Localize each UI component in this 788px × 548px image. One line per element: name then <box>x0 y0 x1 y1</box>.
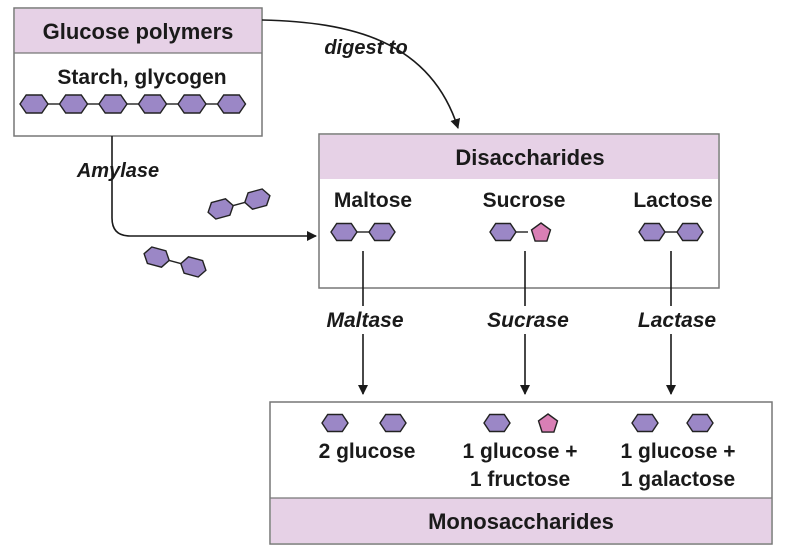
glucose-unit-icon <box>179 256 207 278</box>
glycosidic-bond <box>233 201 245 207</box>
lactase-label-bg <box>630 306 724 334</box>
sucrose-molecule-icon <box>489 222 552 242</box>
enzyme-maltase: Maltase <box>326 309 403 332</box>
product-sucrose-line2: 1 fructose <box>470 468 570 491</box>
product-lactose-line1: 1 glucose + <box>621 440 736 463</box>
monosaccharides-title: Monosaccharides <box>428 509 614 534</box>
glucose-icon <box>483 413 511 433</box>
maltase-label-bg <box>318 306 410 334</box>
digest-arrow <box>261 19 461 129</box>
glycosidic-bond <box>169 259 181 265</box>
glucose-unit-icon <box>137 94 168 114</box>
polymers-title-band <box>15 9 261 53</box>
disaccharide-label-maltose: Maltose <box>334 189 412 212</box>
product-lactose-line2: 1 galactose <box>621 468 735 491</box>
glucose-unit-icon <box>368 222 396 242</box>
glucose-chain <box>19 94 247 114</box>
glucose-unit-icon <box>143 246 171 268</box>
polymers-subtitle: Starch, glycogen <box>57 66 226 89</box>
sucrase-label-bg <box>480 306 576 334</box>
amylase-label: Amylase <box>76 160 159 182</box>
glucose-unit-icon <box>243 188 271 210</box>
disaccharides-title: Disaccharides <box>455 145 604 170</box>
lactose-molecule-icon <box>638 222 704 242</box>
digest-label: digest to <box>324 37 407 59</box>
glucose-unit-icon <box>207 198 235 220</box>
glucose-unit-icon <box>489 222 517 242</box>
maltose-molecule-icon <box>330 222 396 242</box>
disaccharides-title-band <box>320 135 718 179</box>
monosaccharides-title-band <box>271 498 771 543</box>
glucose-unit-icon <box>638 222 666 242</box>
glucose-unit-icon <box>98 94 128 114</box>
disaccharides-box: Disaccharides Maltose Sucrose Lactose <box>318 133 720 289</box>
glucose-unit-icon <box>676 222 704 242</box>
enzyme-sucrase: Sucrase <box>487 309 569 332</box>
enzyme-lactase: Lactase <box>638 309 717 332</box>
glucose-icon <box>321 413 349 433</box>
glucose-unit-icon <box>330 222 358 242</box>
polymers-title: Glucose polymers <box>43 19 234 44</box>
free-maltose-icon <box>207 188 271 220</box>
fructose-unit-icon <box>530 222 552 242</box>
glucose-unit-icon <box>216 94 247 114</box>
amylase-arrow <box>111 136 317 241</box>
free-maltose-icon <box>143 246 207 278</box>
glucose-polymers-box: Glucose polymers Starch, glycogen <box>13 7 263 137</box>
disaccharide-label-sucrose: Sucrose <box>483 189 566 212</box>
glucose-unit-icon <box>177 94 207 114</box>
glucose-icon <box>379 413 407 433</box>
galactose-icon <box>686 413 714 433</box>
glucose-unit-icon <box>58 94 89 114</box>
glucose-icon <box>631 413 659 433</box>
fructose-icon <box>537 413 559 433</box>
molecule-icons <box>143 188 714 433</box>
glucose-unit-icon <box>19 94 49 114</box>
product-sucrose-line1: 1 glucose + <box>463 440 578 463</box>
product-maltose: 2 glucose <box>319 440 416 463</box>
disaccharide-label-lactose: Lactose <box>633 189 712 212</box>
